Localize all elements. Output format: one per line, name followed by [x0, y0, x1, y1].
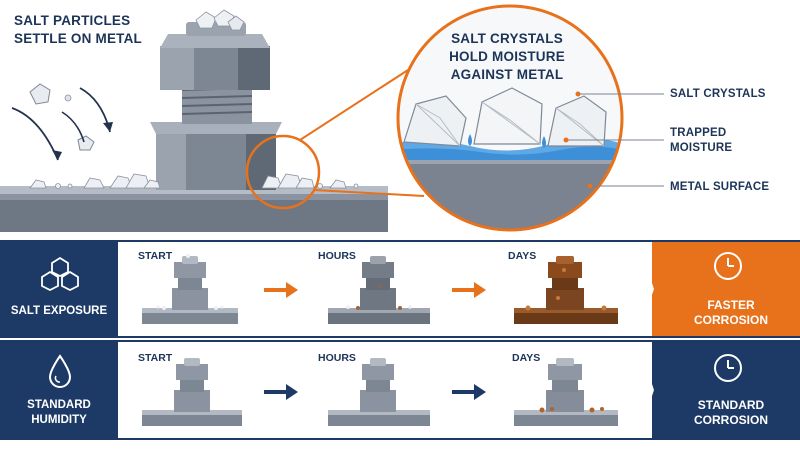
result-faster-corrosion: FASTER CORROSION: [638, 242, 800, 336]
row-label-humidity-line1: STANDARD: [27, 399, 91, 411]
callout-leaders: [563, 91, 664, 189]
result-arrow-tip-salt: [638, 242, 654, 336]
result-standard-line1: STANDARD: [697, 398, 765, 412]
result-arrow-tip-humidity: [638, 342, 654, 438]
callout-metal-surface: METAL SURFACE: [670, 181, 770, 193]
row-label-humidity-text: STANDARD HUMIDITY: [0, 398, 118, 428]
result-standard-corrosion: STANDARD CORROSION: [638, 342, 800, 438]
arrow-salt-1: [264, 282, 298, 298]
result-standard-text: STANDARD CORROSION: [666, 398, 796, 428]
zoom-source-circle: [245, 134, 321, 210]
zoom-connector-bottom: [313, 189, 425, 197]
callout-salt-crystals: SALT CRYSTALS: [670, 88, 766, 100]
row-label-humidity: STANDARD HUMIDITY: [0, 342, 118, 438]
arrow-humidity-1: [264, 384, 298, 400]
zoom-title: SALT CRYSTALS HOLD MOISTURE AGAINST META…: [432, 30, 582, 84]
bolt-salt-start: [142, 254, 238, 324]
metal-plate: [0, 186, 388, 232]
stage-hours-salt: HOURS: [318, 250, 356, 262]
callout-trapped-moisture: TRAPPED MOISTURE: [670, 126, 732, 156]
stage-days-humidity: DAYS: [512, 352, 541, 364]
bolt-humidity-days: [514, 358, 618, 426]
hero-title: SALT PARTICLES SETTLE ON METAL: [14, 12, 164, 48]
salt-piles: [29, 173, 359, 189]
bolt-humidity-start: [142, 358, 242, 426]
row-standard-humidity: STANDARD HUMIDITY START HOURS DAYS: [0, 340, 800, 440]
zoom-title-line3: AGAINST METAL: [450, 67, 564, 82]
row-label-salt-text: SALT EXPOSURE: [10, 305, 108, 317]
stage-days-salt: DAYS: [508, 250, 537, 262]
falling-salt-particles: [11, 83, 113, 161]
bolt-humidity-hours: [328, 358, 430, 426]
salt-progression: [142, 254, 618, 324]
hero-title-line2: SETTLE ON METAL: [14, 31, 142, 46]
stage-hours-humidity: HOURS: [318, 352, 356, 364]
callout-trapped-line1: TRAPPED: [670, 127, 727, 139]
hero-title-line1: SALT PARTICLES: [14, 13, 131, 28]
zoom-title-line2: HOLD MOISTURE: [449, 49, 565, 64]
callout-trapped-line2: MOISTURE: [670, 142, 733, 154]
arrow-humidity-2: [452, 384, 486, 400]
zoom-title-line1: SALT CRYSTALS: [451, 31, 563, 46]
zoom-connector-top: [299, 69, 409, 141]
water-drop-icon: [48, 354, 72, 388]
result-standard-line2: CORROSION: [693, 413, 768, 427]
stage-start-humidity: START: [138, 352, 173, 364]
clock-icon: [714, 354, 742, 382]
zoom-circle: [396, 4, 624, 232]
salt-crystals-icon: [41, 256, 79, 292]
bolt-salt-hours: [328, 256, 430, 324]
bolt-salt-days: [514, 256, 618, 324]
result-faster-line1: FASTER: [707, 298, 755, 312]
row-label-salt: SALT EXPOSURE: [0, 242, 118, 336]
result-faster-line2: CORROSION: [693, 313, 768, 327]
clock-icon: [714, 252, 742, 280]
result-faster-text: FASTER CORROSION: [666, 298, 796, 328]
arrow-salt-2: [452, 282, 486, 298]
stage-start-salt: START: [138, 250, 173, 262]
row-salt-exposure: SALT EXPOSURE START HOURS DAYS: [0, 240, 800, 338]
row-label-humidity-line2: HUMIDITY: [31, 414, 87, 426]
humidity-progression: [142, 358, 618, 426]
hero-illustration: [0, 4, 664, 232]
bolt-assembly: [150, 9, 282, 190]
